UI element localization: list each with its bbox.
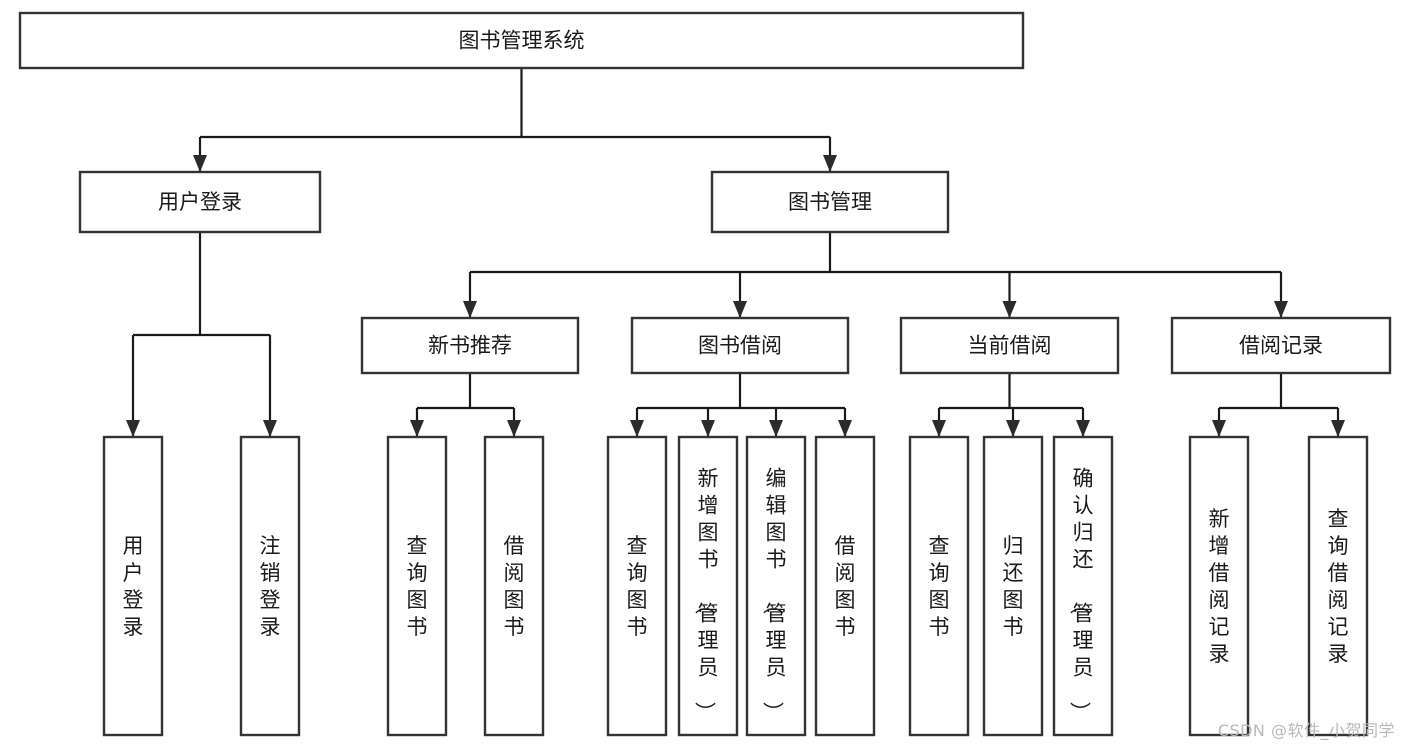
node-leaf-borrow-add[interactable]: 新增图书（管理员）: [677, 435, 739, 737]
node-leaf-user-login[interactable]: 用户登录: [102, 435, 164, 737]
node-login[interactable]: 用户登录: [78, 170, 322, 234]
node-leaf-records-add[interactable]: 新增借阅记录: [1188, 435, 1250, 737]
node-label: 借阅图书: [835, 534, 856, 639]
node-records[interactable]: 借阅记录: [1170, 316, 1392, 375]
node-label: 用户登录: [158, 190, 242, 214]
node-label: 查询图书: [627, 534, 648, 639]
connector-group: [410, 373, 521, 437]
node-label: 查询借阅记录: [1328, 507, 1349, 666]
connector-group: [126, 232, 277, 437]
node-layer: 图书管理系统用户登录图书管理新书推荐图书借阅当前借阅借阅记录用户登录注销登录查询…: [18, 11, 1392, 737]
node-borrow[interactable]: 图书借阅: [630, 316, 850, 375]
node-label: 图书管理: [788, 190, 872, 214]
node-label: 归还图书: [1003, 534, 1024, 639]
node-leaf-records-query[interactable]: 查询借阅记录: [1307, 435, 1369, 737]
node-label: 查询图书: [407, 534, 428, 639]
connector-group: [463, 232, 1288, 318]
node-leaf-borrow-lend[interactable]: 借阅图书: [814, 435, 876, 737]
node-label: 编辑图书（管理员）: [761, 467, 787, 723]
node-label: 查询图书: [929, 534, 950, 639]
node-leaf-current-confirm[interactable]: 确认归还（管理员）: [1052, 435, 1114, 737]
node-label: 图书管理系统: [459, 29, 585, 53]
node-label: 借阅记录: [1239, 334, 1323, 358]
node-leaf-current-query[interactable]: 查询图书: [908, 435, 970, 737]
node-root[interactable]: 图书管理系统: [18, 11, 1025, 70]
node-current[interactable]: 当前借阅: [899, 316, 1120, 375]
node-leaf-newbook-borrow[interactable]: 借阅图书: [483, 435, 545, 737]
connector-group: [630, 373, 852, 437]
connector-group: [193, 68, 837, 172]
node-leaf-user-logout[interactable]: 注销登录: [239, 435, 301, 737]
node-label: 图书借阅: [698, 334, 782, 358]
node-newbook[interactable]: 新书推荐: [360, 316, 580, 375]
node-leaf-newbook-query[interactable]: 查询图书: [386, 435, 448, 737]
node-label: 新书推荐: [428, 334, 512, 358]
node-leaf-current-return[interactable]: 归还图书: [982, 435, 1044, 737]
node-leaf-borrow-edit[interactable]: 编辑图书（管理员）: [745, 435, 807, 737]
node-label: 注销登录: [260, 534, 281, 639]
node-label: 新增图书（管理员）: [693, 467, 719, 723]
node-label: 新增借阅记录: [1209, 507, 1230, 666]
node-label: 确认归还（管理员）: [1068, 467, 1094, 723]
connector-group: [1212, 373, 1345, 437]
node-leaf-borrow-query[interactable]: 查询图书: [606, 435, 668, 737]
connector-group: [932, 373, 1090, 437]
node-label: 借阅图书: [504, 534, 525, 639]
node-label: 当前借阅: [968, 334, 1052, 358]
node-bookmgmt[interactable]: 图书管理: [710, 170, 950, 234]
connector-layer: [126, 68, 1345, 437]
node-label: 用户登录: [123, 534, 144, 639]
